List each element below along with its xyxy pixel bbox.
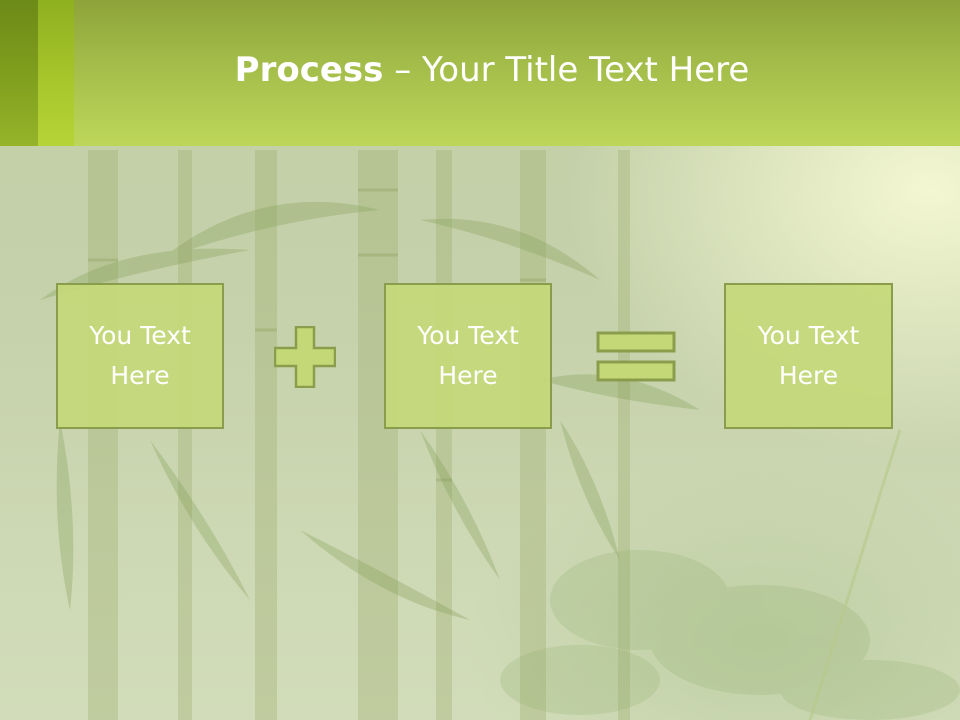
title-regular-text: Your Title Text Here xyxy=(422,50,750,90)
header-accent-stripe-light xyxy=(38,0,74,146)
process-box-2-label: You Text Here xyxy=(417,321,519,390)
title-bar: Process – Your Title Text Here xyxy=(0,0,960,146)
process-box-1[interactable]: You Text Here xyxy=(56,283,224,429)
process-box-1-label: You Text Here xyxy=(89,321,191,390)
equals-icon xyxy=(596,331,676,382)
process-box-2[interactable]: You Text Here xyxy=(384,283,552,429)
header-accent-stripe-dark xyxy=(0,0,38,146)
slide-title[interactable]: Process – Your Title Text Here xyxy=(0,50,960,90)
process-box-3[interactable]: You Text Here xyxy=(724,283,893,429)
title-separator: – xyxy=(383,50,423,90)
process-box-3-label: You Text Here xyxy=(757,321,860,390)
plus-icon xyxy=(274,326,336,388)
title-bold-text: Process xyxy=(234,50,384,90)
